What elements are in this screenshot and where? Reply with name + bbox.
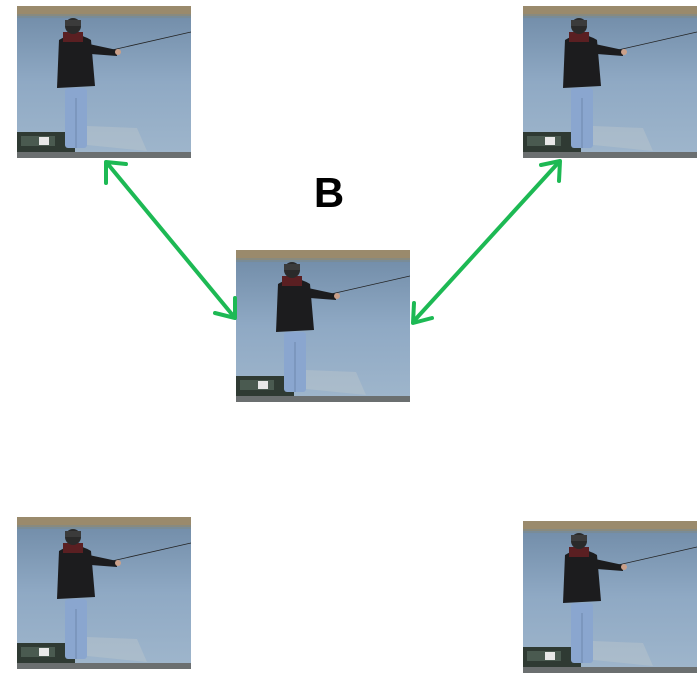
arrowhead-center-left bbox=[213, 296, 237, 320]
arrowhead-top-left bbox=[104, 160, 128, 185]
fisherman-photo-bottom-left bbox=[17, 517, 191, 669]
arrow-center-to-top-right bbox=[411, 160, 561, 324]
center-label: B bbox=[313, 169, 345, 216]
arrowhead-center-right bbox=[411, 301, 434, 325]
fisherman-photo-bottom-right bbox=[523, 521, 697, 673]
fisherman-photo-center bbox=[236, 250, 410, 402]
arrowhead-top-right bbox=[539, 159, 562, 183]
fisherman-photo-top-right bbox=[523, 6, 697, 158]
arrow-center-to-top-left bbox=[105, 161, 237, 320]
fisherman-photo-top-left bbox=[17, 6, 191, 158]
